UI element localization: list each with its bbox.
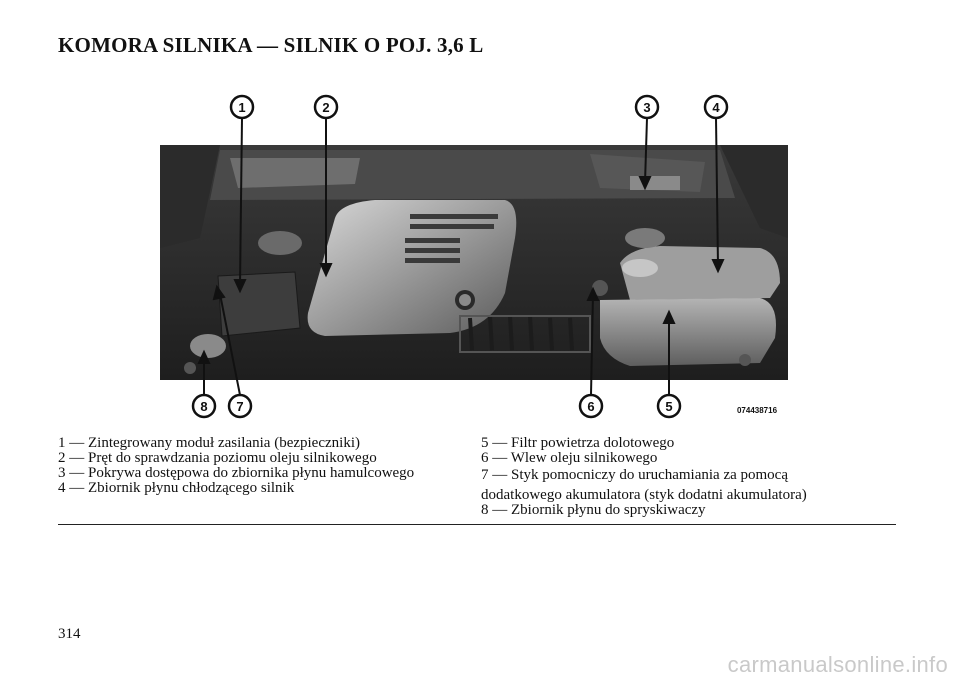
callout-1 [229, 94, 255, 120]
legend-left: 1 — Zintegrowany moduł zasilania (bezpie… [58, 436, 414, 496]
callout-5 [656, 393, 682, 419]
legend-item-6: 6 — Wlew oleju silnikowego [481, 450, 658, 466]
callout-label-4: 4 [712, 100, 720, 115]
callout-6 [578, 393, 604, 419]
legend-item-3: 3 — Pokrywa dostępowa do zbiornika płynu… [58, 465, 415, 481]
brake-reservoir-cover [630, 176, 680, 190]
legend-item-7-continued: dodatkowego akumulatora (styk dodatni ak… [481, 487, 807, 503]
callout-label-3: 3 [643, 100, 650, 115]
legend-item-4: 4 — Zbiornik płynu chłodzącego silnik [58, 480, 295, 496]
air-filter-housing [600, 298, 776, 366]
power-module-box [217, 271, 301, 337]
callout-4 [703, 94, 729, 120]
engine-bay-figure: 1 2 3 4 5 6 7 8 074438716 [160, 88, 810, 424]
callout-3 [634, 94, 660, 120]
washer-reservoir [190, 334, 226, 358]
legend-item-5: 5 — Filtr powietrza dolotowego [481, 435, 675, 451]
round-reservoir [258, 231, 302, 255]
callout-label-1: 1 [238, 100, 245, 115]
legend-right: 5 — Filtr powietrza dolotowego 6 — Wlew … [481, 436, 807, 518]
divider-rule [58, 524, 896, 525]
callout-2 [313, 94, 339, 120]
callout-7 [227, 393, 253, 419]
callout-label-7: 7 [236, 399, 243, 414]
engine-bay-illustration: 1 2 3 4 5 6 7 8 074438716 [160, 94, 788, 419]
legend-item-2: 2 — Pręt do sprawdzania poziomu oleju si… [58, 450, 377, 466]
legend-item-1: 1 — Zintegrowany moduł zasilania (bezpie… [58, 435, 360, 451]
coolant-reservoir [620, 246, 780, 300]
legend-item-7: 7 — Styk pomocniczy do uruchamiania za p… [481, 467, 788, 483]
watermark: carmanualsonline.info [727, 652, 948, 677]
callout-label-6: 6 [587, 399, 594, 414]
callout-label-8: 8 [200, 399, 207, 414]
figure-code: 074438716 [737, 406, 778, 415]
callout-leaders [197, 117, 725, 396]
legend-item-8: 8 — Zbiornik płynu do spryskiwaczy [481, 502, 706, 518]
callout-label-2: 2 [322, 100, 329, 115]
callout-8 [191, 393, 217, 419]
page-title: KOMORA SILNIKA — SILNIK O POJ. 3,6 L [58, 33, 484, 57]
page-number: 314 [58, 626, 81, 642]
callout-label-5: 5 [665, 399, 672, 414]
